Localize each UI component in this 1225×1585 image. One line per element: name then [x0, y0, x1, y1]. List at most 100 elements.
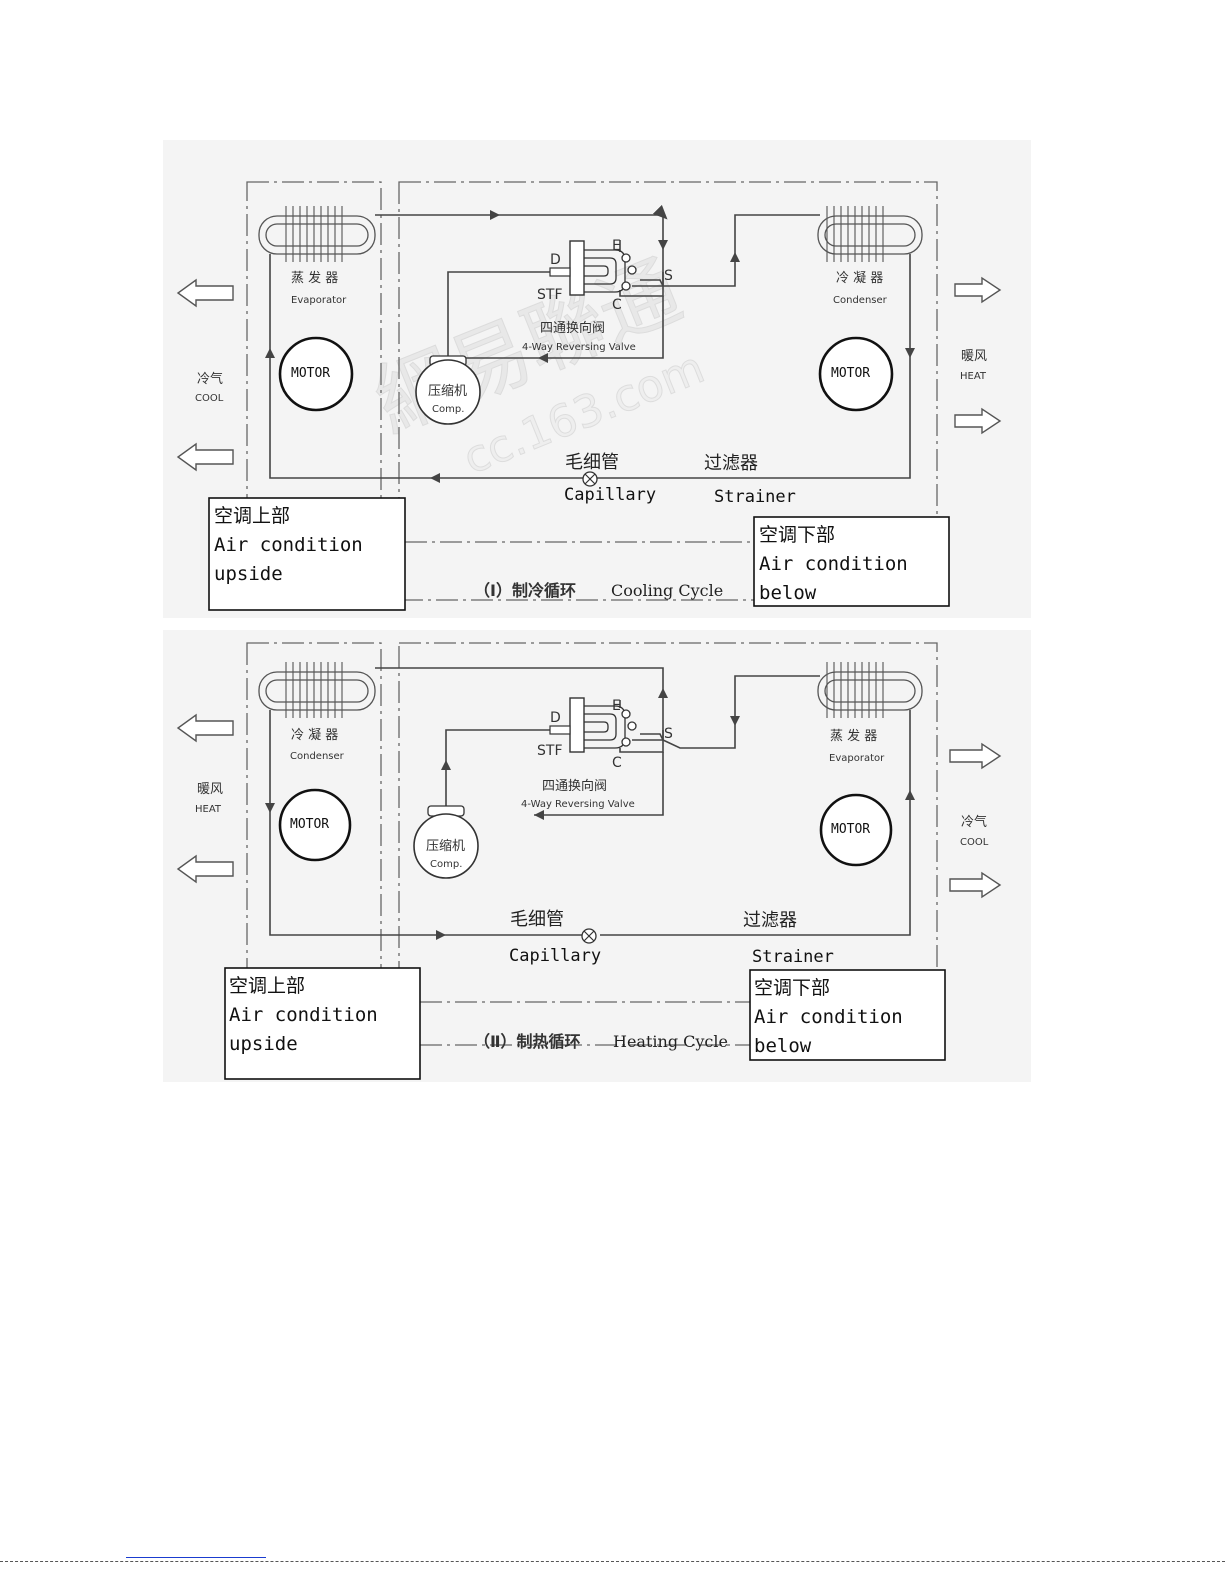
valve-port-e: E	[612, 238, 621, 254]
right-motor-icon	[818, 336, 894, 412]
pipe-condenser-out	[269, 710, 582, 936]
upside-label-line2: Air condition	[214, 534, 363, 556]
left-air-arrow-bottom-icon	[176, 442, 234, 472]
left-air-arrow-bottom-icon	[176, 854, 234, 884]
condenser-coil-icon	[817, 206, 923, 262]
heating-cycle-diagram: D E S C STF 四通换向阀 4-Way Reversing Valve …	[176, 642, 1002, 1080]
valve-port-s: S	[664, 268, 673, 284]
left-air-label-en: HEAT	[195, 804, 222, 815]
cooling-cycle-diagram: D E S C STF 四通换向阀 4-Way Reversing Valve …	[176, 181, 1002, 611]
valve-stf: STF	[537, 743, 563, 759]
four-way-valve-icon	[549, 697, 637, 753]
valve-port-c: C	[612, 755, 622, 771]
valve-label-zh: 四通换向阀	[542, 778, 607, 794]
left-air-label-zh: 暖风	[197, 782, 223, 797]
below-label-line2: Air condition	[754, 1006, 903, 1028]
below-label-zh: 空调下部	[759, 524, 835, 546]
pipe-to-evaporator	[600, 710, 911, 936]
outdoor-unit-outline	[398, 181, 938, 601]
strainer-label-zh: 过滤器	[743, 910, 797, 931]
left-air-label-zh: 冷气	[197, 371, 223, 387]
upside-label-box	[224, 967, 421, 1080]
strainer-label-zh: 过滤器	[704, 453, 758, 474]
pipe-discharge	[445, 729, 550, 838]
left-air-arrow-top-icon	[176, 278, 234, 308]
pipe-evap-to-valve	[640, 675, 820, 749]
strainer-label-en: Strainer	[714, 487, 796, 507]
capillary-valve-icon	[582, 471, 598, 487]
upside-label-line3: upside	[214, 563, 283, 585]
valve-stf: STF	[537, 287, 563, 303]
left-coil-label-en: Condenser	[290, 751, 345, 762]
outdoor-unit-outline	[398, 642, 938, 1046]
left-air-label-en: COOL	[195, 393, 224, 404]
left-motor-label: MOTOR	[290, 817, 329, 832]
heating-caption-en: Heating Cycle	[613, 1032, 728, 1051]
right-air-label-zh: 暖风	[961, 349, 987, 364]
evaporator-coil-icon	[817, 662, 923, 718]
condenser-coil-icon	[258, 662, 376, 718]
pipe-suction	[534, 752, 664, 816]
upside-label-box	[208, 497, 406, 611]
valve-port-d: D	[550, 710, 561, 726]
below-label-line2: Air condition	[759, 553, 908, 575]
right-air-label-en: COOL	[960, 837, 989, 848]
pipe-valve-to-condenser	[640, 214, 820, 287]
heating-caption-zh: （Ⅱ）制热循环	[474, 1032, 581, 1051]
upside-label-zh: 空调上部	[229, 975, 305, 997]
pipe-to-evaporator	[269, 254, 430, 479]
capillary-label-en: Capillary	[509, 946, 601, 966]
left-motor-label: MOTOR	[291, 366, 330, 381]
capillary-label-zh: 毛细管	[510, 909, 564, 930]
upside-label-line2: Air condition	[229, 1004, 378, 1026]
cooling-caption-zh: （Ⅰ）制冷循环	[474, 581, 576, 600]
left-coil-label-en: Evaporator	[291, 295, 347, 306]
strainer-label-en: Strainer	[752, 947, 834, 967]
right-motor-label: MOTOR	[831, 366, 870, 381]
valve-port-c: C	[612, 297, 622, 313]
capillary-label-zh: 毛细管	[565, 452, 619, 473]
right-coil-label-en: Condenser	[833, 295, 888, 306]
valve-port-d: D	[550, 252, 561, 268]
pipe-discharge	[447, 271, 550, 390]
right-motor-icon	[819, 793, 893, 867]
compressor-icon	[413, 805, 479, 879]
valve-label-zh: 四通换向阀	[540, 320, 605, 336]
below-label-line3: below	[759, 582, 817, 604]
left-coil-label-zh: 冷 凝 器	[291, 727, 338, 743]
compressor-label-zh: 压缩机	[428, 383, 467, 399]
left-motor-icon	[278, 788, 352, 862]
left-coil-label-zh: 蒸 发 器	[291, 270, 338, 286]
right-air-label-zh: 冷气	[961, 814, 987, 830]
footnote-separator	[126, 1557, 266, 1558]
left-air-arrow-top-icon	[176, 713, 234, 743]
capillary-label-en: Capillary	[564, 485, 656, 505]
indoor-unit-outline	[246, 181, 382, 601]
pipe-suction	[445, 296, 664, 359]
valve-label-en: 4-Way Reversing Valve	[522, 342, 636, 353]
compressor-icon	[415, 355, 481, 425]
compressor-label-zh: 压缩机	[426, 838, 465, 854]
right-air-arrow-bottom-icon	[954, 407, 1002, 435]
right-air-arrow-bottom-icon	[949, 871, 1002, 899]
compressor-label-en: Comp.	[432, 404, 464, 415]
right-air-arrow-top-icon	[954, 276, 1002, 304]
evaporator-coil-icon	[258, 206, 376, 262]
right-air-arrow-top-icon	[949, 742, 1002, 770]
right-coil-label-zh: 蒸 发 器	[830, 728, 877, 744]
right-coil-label-zh: 冷 凝 器	[836, 270, 883, 286]
valve-port-s: S	[664, 726, 673, 742]
right-coil-label-en: Evaporator	[829, 753, 885, 764]
left-motor-icon	[278, 336, 354, 412]
right-air-label-en: HEAT	[960, 371, 987, 382]
four-way-valve-icon	[549, 240, 637, 296]
below-label-box	[753, 516, 950, 607]
capillary-valve-icon	[581, 928, 597, 944]
below-label-line3: below	[754, 1035, 812, 1057]
pipe-valve-to-condenser	[375, 667, 664, 716]
below-label-box	[749, 969, 946, 1061]
valve-port-e: E	[612, 698, 621, 714]
cooling-caption-en: Cooling Cycle	[611, 581, 723, 600]
upside-label-line3: upside	[229, 1033, 298, 1055]
